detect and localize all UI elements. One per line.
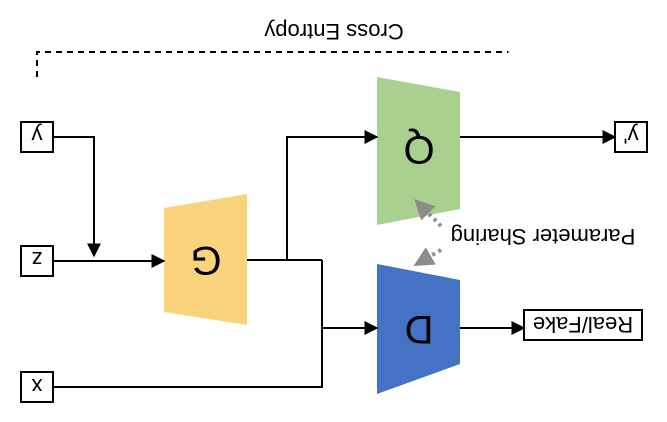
y-prime-output-label: y' bbox=[623, 123, 638, 148]
x-input-box bbox=[20, 371, 54, 403]
sharing-arrow-to-d bbox=[413, 247, 443, 267]
real-fake-output-label: Real/Fake bbox=[533, 312, 633, 337]
cross-entropy-label: Cross Entropy bbox=[264, 19, 403, 44]
y-input-box bbox=[20, 121, 54, 153]
real-fake-output-box bbox=[523, 309, 643, 341]
generator-label: G bbox=[190, 238, 221, 282]
q-network-label: Q bbox=[403, 127, 434, 171]
y-prime-output-box bbox=[614, 121, 648, 153]
x-to-d-line bbox=[53, 328, 323, 388]
y-to-merge-line bbox=[53, 136, 101, 258]
generator-block bbox=[164, 194, 247, 325]
z-input-label: z bbox=[32, 247, 43, 272]
discriminator-label: D bbox=[405, 307, 434, 351]
discriminator-block bbox=[377, 264, 460, 394]
x-input-label: x bbox=[32, 374, 43, 399]
cross-entropy-bracket bbox=[36, 51, 632, 77]
generator-to-q-arrow bbox=[286, 130, 379, 260]
sharing-arrow-to-q bbox=[414, 199, 443, 228]
q-network-block bbox=[377, 77, 460, 225]
y-input-label: y bbox=[32, 123, 43, 148]
parameter-sharing-label: Parameter Sharing bbox=[451, 224, 636, 249]
